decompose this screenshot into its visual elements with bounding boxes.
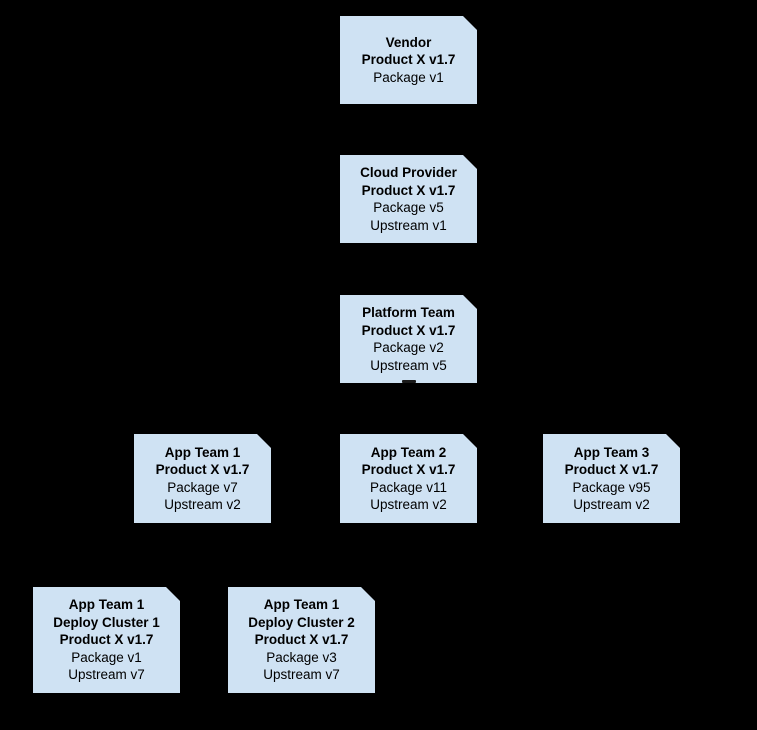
node-text-line: App Team 3 [573, 444, 650, 460]
node-text-line: App Team 1 [164, 444, 241, 460]
clipped-text-fragment [402, 380, 416, 383]
node-text-line: Package v2 [373, 340, 444, 355]
node-text-line: Package v1 [71, 649, 142, 665]
node-text-line: Upstream v7 [68, 667, 145, 683]
node-text-line: Cloud Provider [360, 165, 457, 180]
node-text-line: Upstream v2 [573, 497, 650, 512]
node-text-line: Deploy Cluster 1 [53, 614, 160, 630]
node-text-line: Product X v1.7 [155, 462, 250, 477]
node-text-line: Upstream v5 [370, 357, 447, 373]
node-text-line: Platform Team [362, 305, 455, 320]
node-text-line: Upstream v2 [164, 497, 241, 512]
node-text-line: Upstream v2 [370, 497, 447, 512]
node-text-line: Upstream v1 [370, 217, 447, 233]
node-text-line: Package v1 [373, 69, 444, 85]
node-text-line: Package v3 [266, 649, 337, 665]
node-text-line: Upstream v7 [263, 667, 340, 683]
node-text-line: Package v95 [572, 479, 651, 495]
node-text-line: Product X v1.7 [361, 462, 456, 477]
node-text-line: App Team 2 [370, 444, 447, 460]
node-text-line: Vendor [385, 34, 432, 50]
node-text-line: Package v11 [369, 479, 448, 495]
node-text-line: App Team 1 [263, 597, 340, 613]
node-text-line: Package v7 [167, 479, 238, 495]
node-text-line: Package v5 [373, 200, 444, 215]
node-text-line: Product X v1.7 [564, 462, 659, 477]
node-text-line: Deploy Cluster 2 [248, 614, 355, 630]
node-text-line: Product X v1.7 [361, 322, 456, 338]
node-text-line: Product X v1.7 [361, 52, 456, 68]
node-text-line: App Team 1 [68, 597, 145, 613]
node-text-line: Product X v1.7 [361, 182, 456, 198]
node-text-line: Product X v1.7 [254, 632, 349, 648]
node-text-line: Product X v1.7 [59, 632, 154, 648]
